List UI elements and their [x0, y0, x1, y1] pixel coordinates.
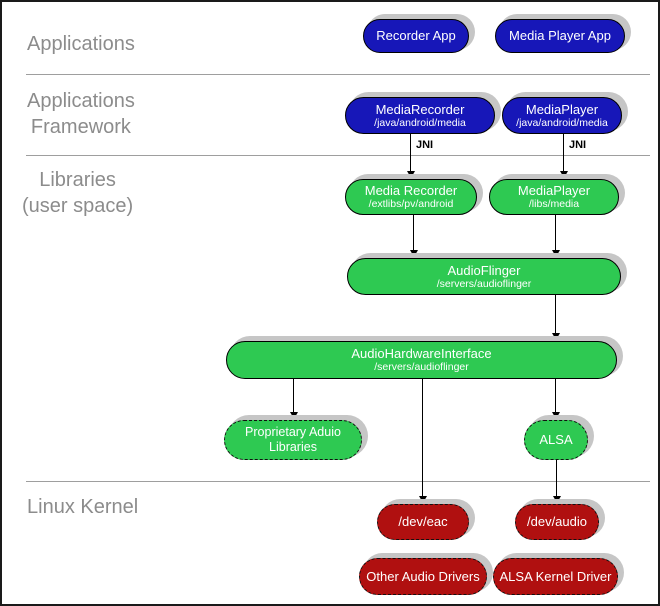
jni-label-left: JNI: [416, 139, 434, 151]
arrow-mediaplayer-lib-to-audioflinger: [551, 213, 560, 257]
arrow-audioflinger-to-audiohardwareinterface: [551, 295, 560, 340]
node-title: Proprietary Aduio Libraries: [245, 425, 341, 454]
node-title: MediaPlayer: [517, 183, 591, 199]
node-recorder-app: Recorder App: [363, 19, 469, 53]
node-title: MediaRecorder: [375, 101, 465, 117]
node-path: /libs/media: [528, 198, 580, 211]
node-alsa: ALSA: [524, 420, 588, 460]
node-path: /servers/audioflinger: [374, 361, 469, 374]
node-title: Recorder App: [376, 28, 456, 44]
node-title: /dev/eac: [398, 514, 448, 530]
node-title: Media Recorder: [364, 183, 458, 199]
node-path: /java/android/media: [374, 116, 466, 129]
divider-framework-libraries: [26, 155, 650, 156]
arrow-ahi-to-alsa: [551, 379, 560, 419]
node-path: /extlibs/pv/android: [368, 198, 454, 211]
node-title: MediaPlayer: [525, 101, 599, 117]
divider-libraries-kernel: [26, 481, 650, 482]
node-path: /java/android/media: [516, 116, 608, 129]
layer-label-libraries: Libraries (user space): [22, 169, 134, 217]
layer-label-linux-kernel: Linux Kernel: [27, 496, 139, 518]
node-title: AudioHardwareInterface: [351, 346, 492, 362]
node-other-audio-drivers: Other Audio Drivers: [359, 558, 487, 595]
node-dev-audio: /dev/audio: [515, 504, 599, 540]
node-path: /servers/audioflinger: [436, 277, 532, 290]
node-title: Other Audio Drivers: [366, 568, 480, 584]
arrow-ahi-to-dev-eac: [418, 379, 427, 503]
arrow-alsa-to-dev-audio: [552, 460, 561, 503]
arrow-mediarecorder-fw-to-lib: [406, 134, 415, 178]
node-proprietary-audio-libraries: Proprietary Aduio Libraries: [224, 420, 362, 460]
node-dev-eac: /dev/eac: [377, 504, 469, 540]
node-title: Media Player App: [509, 28, 611, 44]
node-media-player-app: Media Player App: [495, 19, 625, 53]
node-mediaplayer-framework: MediaPlayer /java/android/media: [502, 97, 622, 134]
arrow-ahi-to-proprietary-audio: [289, 379, 298, 419]
arrow-mediarecorder-lib-to-audioflinger: [409, 213, 418, 257]
jni-label-right: JNI: [569, 139, 587, 151]
layer-label-applications-framework: Applications Framework: [27, 90, 135, 138]
layer-label-applications: Applications: [27, 33, 135, 55]
node-mediaplayer-lib: MediaPlayer /libs/media: [489, 179, 619, 215]
node-title: /dev/audio: [527, 514, 587, 530]
node-mediarecorder-framework: MediaRecorder /java/android/media: [345, 97, 495, 134]
node-title: AudioFlinger: [447, 262, 521, 278]
arrow-mediaplayer-fw-to-lib: [559, 134, 568, 178]
node-audioflinger: AudioFlinger /servers/audioflinger: [347, 258, 621, 295]
divider-applications-framework: [26, 74, 650, 75]
node-title: ALSA Kernel Driver: [499, 568, 612, 584]
node-media-recorder-lib: Media Recorder /extlibs/pv/android: [345, 179, 477, 215]
node-alsa-kernel-driver: ALSA Kernel Driver: [493, 558, 618, 595]
node-audiohardwareinterface: AudioHardwareInterface /servers/audiofli…: [226, 341, 617, 379]
node-title: ALSA: [539, 432, 573, 448]
